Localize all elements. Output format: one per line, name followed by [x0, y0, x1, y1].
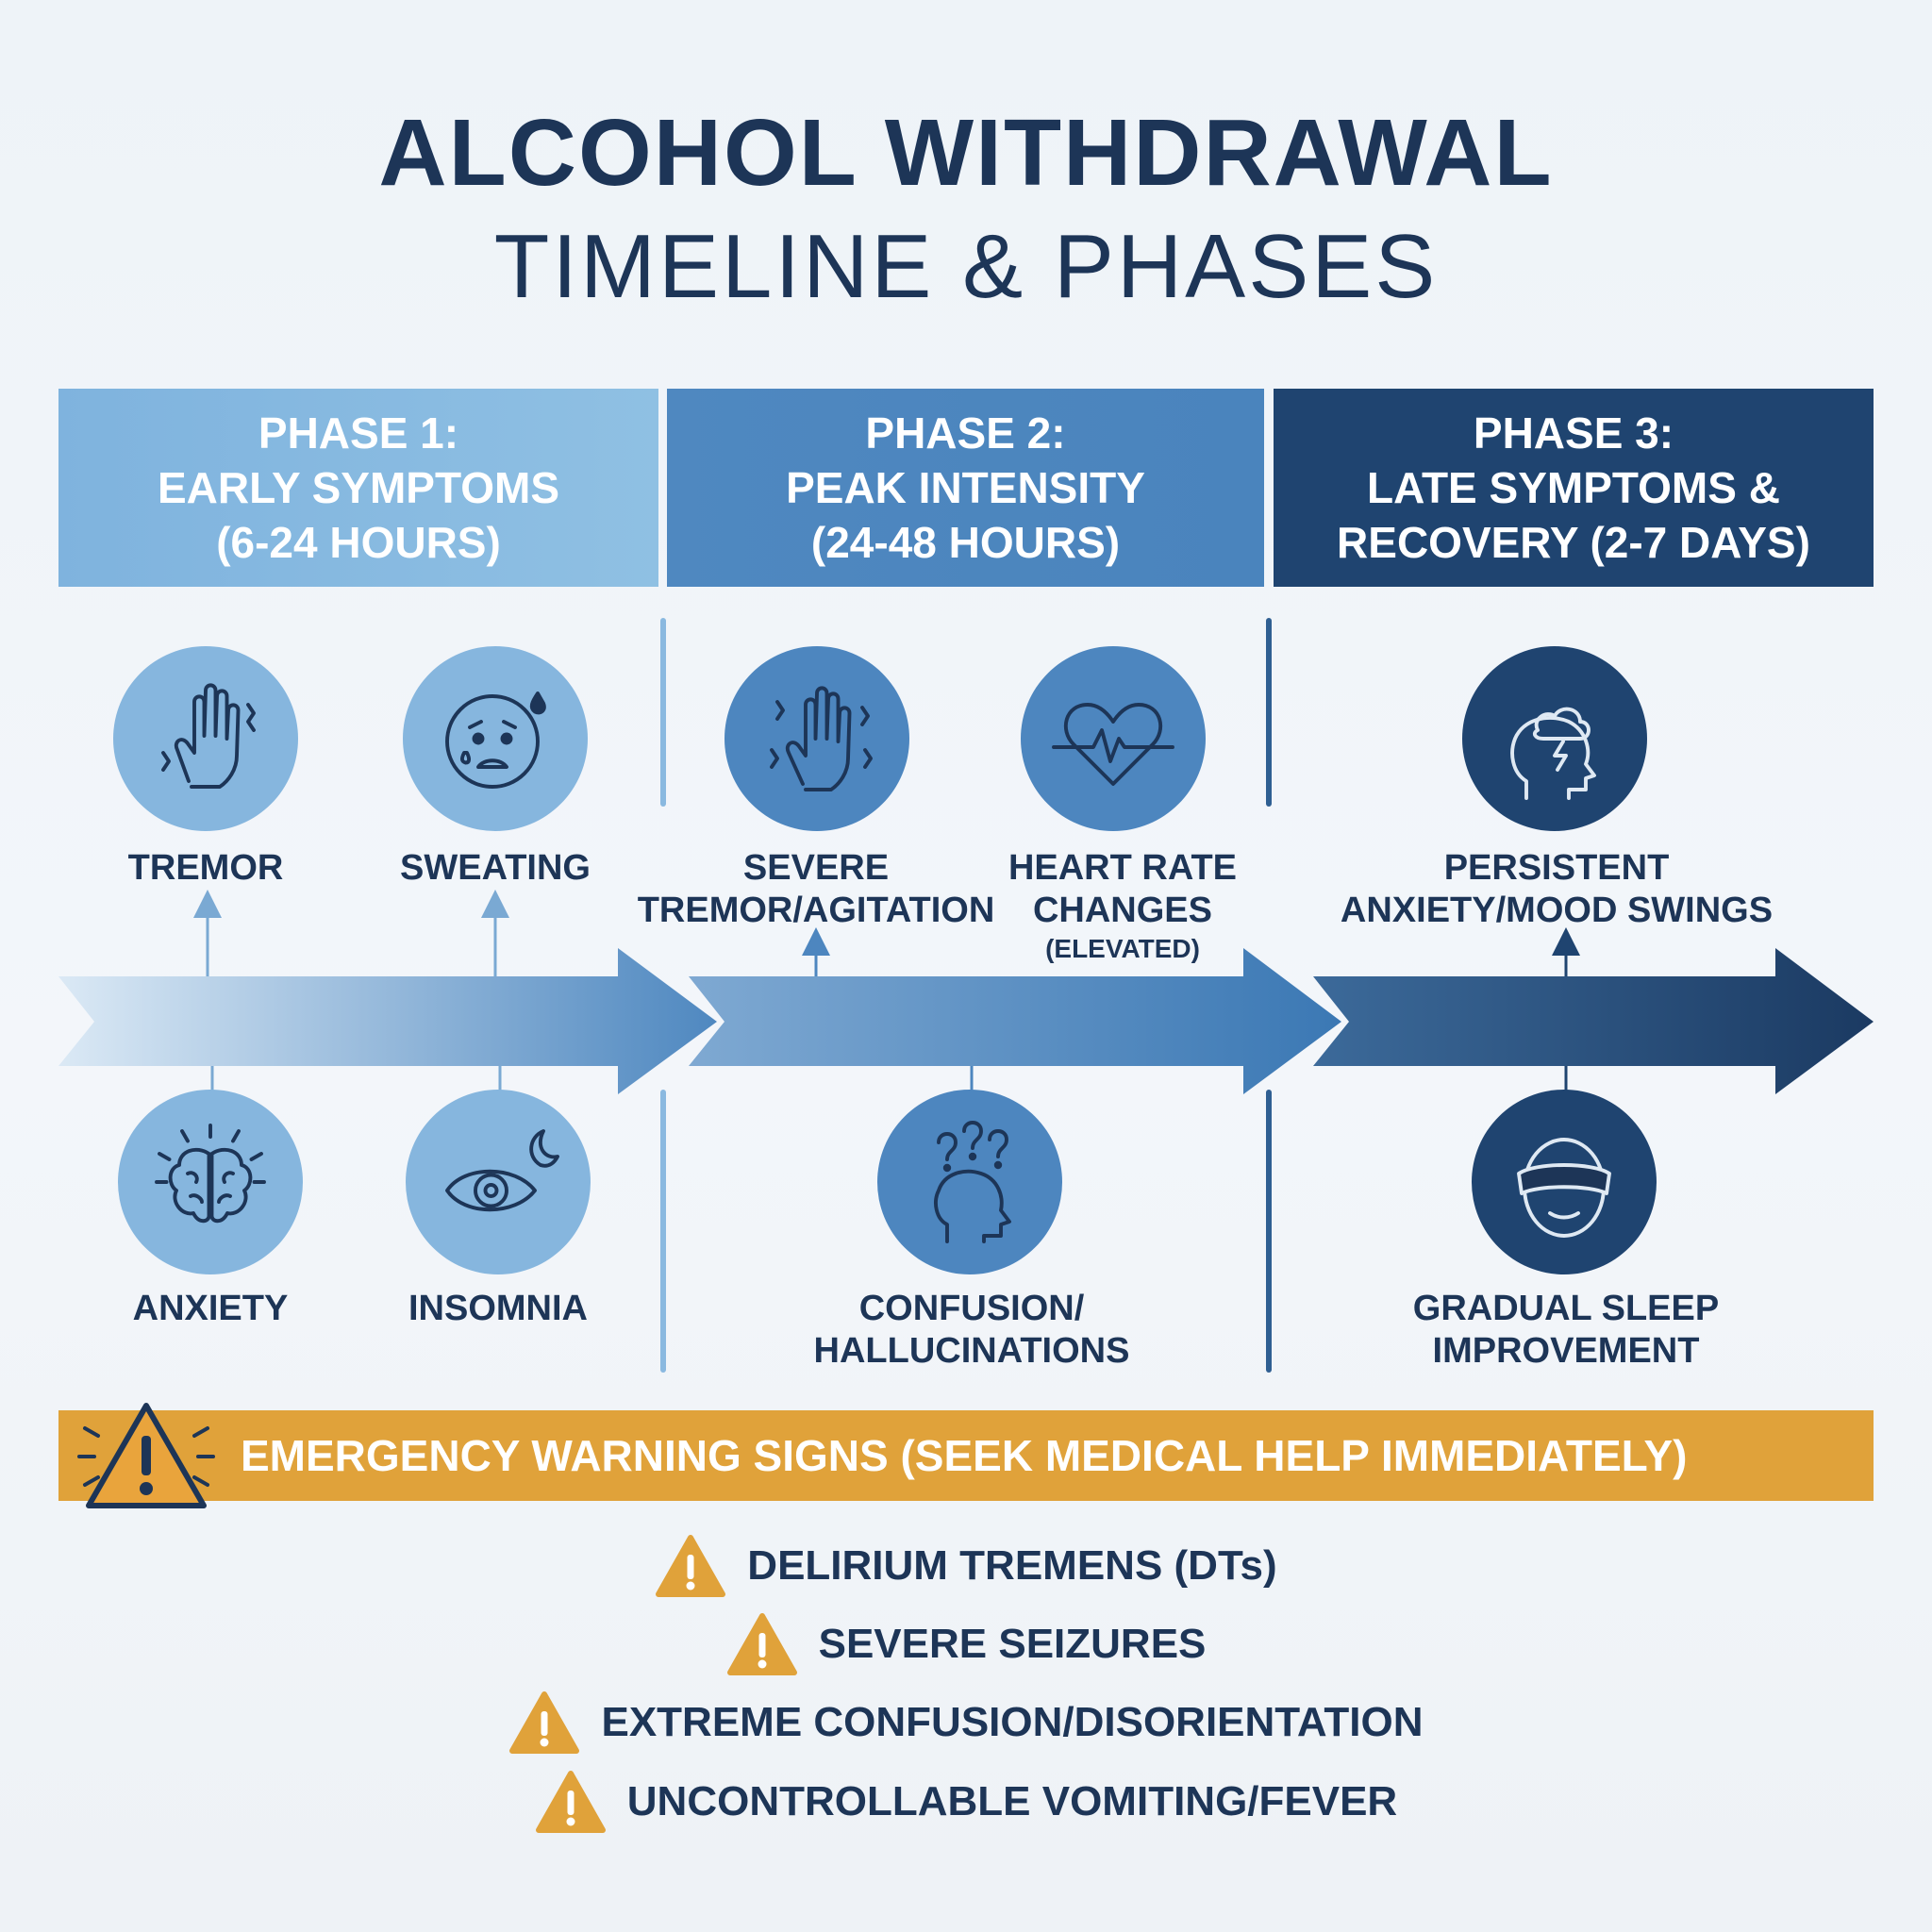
warning-triangle-icon — [535, 1771, 606, 1833]
warning-item-text: SEVERE SEIZURES — [818, 1621, 1207, 1667]
phase-1-name: EARLY SYMPTOMS — [157, 463, 560, 512]
timeline-arrow-phase-3 — [1313, 948, 1874, 1094]
anxiety-circle — [118, 1090, 303, 1274]
phase-3-title: PHASE 3: — [1473, 408, 1674, 458]
warning-item: UNCONTROLLABLE VOMITING/FEVER — [0, 1764, 1932, 1840]
heart-rate-label: HEART RATE CHANGES (ELEVATED) — [991, 847, 1255, 966]
phase-divider-1-bottom — [660, 1090, 666, 1373]
page-title: ALCOHOL WITHDRAWAL — [378, 100, 1554, 206]
emergency-banner-text: EMERGENCY WARNING SIGNS (SEEK MEDICAL HE… — [241, 1431, 1688, 1480]
shaking-hand-icon — [770, 686, 873, 791]
warning-item: SEVERE SEIZURES — [0, 1607, 1932, 1682]
severe-tremor-label: SEVERE TREMOR/AGITATION — [623, 847, 1009, 932]
eye-moon-icon — [445, 1129, 559, 1212]
storm-head-icon — [1510, 707, 1596, 800]
persistent-anxiety-line2: ANXIETY/MOOD SWINGS — [1340, 891, 1774, 930]
confusion-line1: CONFUSION/ — [858, 1289, 1085, 1328]
phase-divider-2-top — [1266, 618, 1272, 807]
heartbeat-icon — [1052, 703, 1174, 786]
page-subtitle: TIMELINE & PHASES — [493, 216, 1439, 317]
heart-rate-circle — [1021, 646, 1206, 831]
sweating-circle — [403, 646, 588, 831]
timeline-arrow — [58, 890, 1874, 1094]
heart-rate-line2: CHANGES — [1032, 891, 1213, 930]
phase-2-name: PEAK INTENSITY — [786, 463, 1145, 512]
phase-1-header: PHASE 1: EARLY SYMPTOMS (6-24 HOURS) — [58, 389, 658, 587]
sleep-line1: GRADUAL SLEEP — [1412, 1289, 1720, 1328]
confused-head-icon — [934, 1121, 1011, 1243]
persistent-anxiety-circle — [1462, 646, 1647, 831]
phase-3-header: PHASE 3: LATE SYMPTOMS & RECOVERY (2-7 D… — [1274, 389, 1874, 587]
warning-item-text: EXTREME CONFUSION/DISORIENTATION — [601, 1699, 1424, 1745]
phase-1-duration: (6-24 HOURS) — [216, 518, 501, 567]
brain-icon — [155, 1124, 266, 1224]
persistent-anxiety-line1: PERSISTENT — [1443, 848, 1670, 888]
sleep-label: GRADUAL SLEEP IMPROVEMENT — [1377, 1288, 1755, 1373]
timeline-arrow-phase-1 — [58, 948, 717, 1094]
warning-triangle-icon — [726, 1613, 797, 1675]
insomnia-circle — [406, 1090, 591, 1274]
heart-rate-line1: HEART RATE — [1008, 848, 1238, 888]
warning-item-text: UNCONTROLLABLE VOMITING/FEVER — [626, 1778, 1398, 1824]
tremor-circle — [113, 646, 298, 831]
emergency-warning-icon — [77, 1403, 215, 1508]
sleep-line2: IMPROVEMENT — [1432, 1331, 1700, 1371]
severe-tremor-line2: TREMOR/AGITATION — [637, 891, 995, 930]
phase-3-name: LATE SYMPTOMS & — [1367, 463, 1780, 512]
phase-divider-1-top — [660, 618, 666, 807]
warning-item: DELIRIUM TREMENS (DTs) — [0, 1528, 1932, 1604]
phase-2-title: PHASE 2: — [865, 408, 1066, 458]
insomnia-label: INSOMNIA — [408, 1289, 588, 1328]
heart-rate-line3: (ELEVATED) — [1045, 934, 1200, 963]
emergency-banner — [58, 1410, 1874, 1501]
severe-tremor-circle — [724, 646, 909, 831]
confusion-circle — [877, 1090, 1062, 1274]
persistent-anxiety-label: PERSISTENT ANXIETY/MOOD SWINGS — [1321, 847, 1792, 932]
confusion-label: CONFUSION/ HALLUCINATIONS — [783, 1288, 1160, 1373]
anxiety-label: ANXIETY — [132, 1289, 289, 1328]
warning-triangle-icon — [509, 1691, 580, 1754]
tremor-hand-icon — [161, 683, 256, 789]
sweating-label: SWEATING — [400, 848, 591, 888]
phase-1-title: PHASE 1: — [258, 408, 459, 458]
sleep-circle — [1472, 1090, 1657, 1274]
warning-item-text: DELIRIUM TREMENS (DTs) — [747, 1542, 1277, 1589]
sleep-mask-icon — [1517, 1138, 1611, 1238]
phase-2-duration: (24-48 HOURS) — [810, 518, 1121, 567]
timeline-arrow-phase-2 — [689, 948, 1341, 1094]
confusion-line2: HALLUCINATIONS — [813, 1331, 1130, 1371]
phase-divider-2-bottom — [1266, 1090, 1272, 1373]
phase-2-header: PHASE 2: PEAK INTENSITY (24-48 HOURS) — [667, 389, 1264, 587]
severe-tremor-line1: SEVERE — [742, 848, 890, 888]
tremor-label: TREMOR — [127, 848, 284, 888]
phase-3-duration: RECOVERY (2-7 DAYS) — [1337, 518, 1810, 567]
warning-triangle-icon — [656, 1535, 726, 1597]
warning-item: EXTREME CONFUSION/DISORIENTATION — [0, 1685, 1932, 1760]
sweating-face-icon — [445, 691, 546, 789]
